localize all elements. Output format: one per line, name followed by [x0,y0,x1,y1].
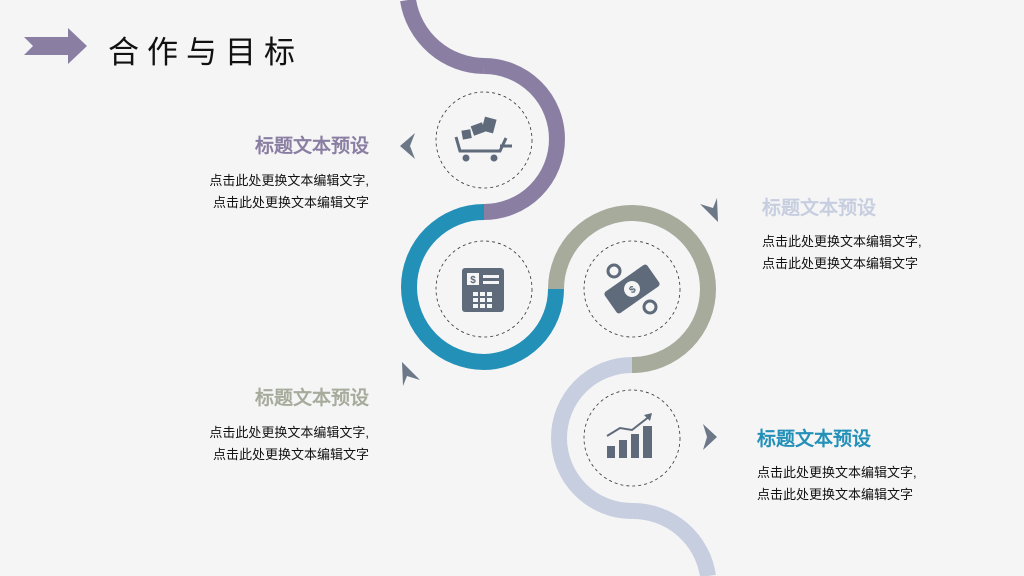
item-body-3-line-2: 点击此处更换文本编辑文字 [212,447,369,462]
money-icon: $ [604,264,660,314]
light-ring [551,357,633,519]
svg-text:$: $ [470,275,476,286]
dashed-circle-3 [583,240,681,338]
sage-ring [548,205,717,373]
item-heading-4: 标题文本预设 [757,429,872,450]
pointer-arrow-2 [700,198,718,222]
svg-text:$: $ [627,284,638,296]
item-body-3: 点击此处更换文本编辑文字, 点击此处更换文本编辑文字 [209,422,369,466]
blue-ring [401,204,564,371]
purple-lead-curve [400,0,485,74]
item-heading-3: 标题文本预设 [254,388,369,409]
item-body-2-line-1: 点击此处更换文本编辑文字, [762,234,922,249]
item-body-1-line-2: 点击此处更换文本编辑文字 [212,195,369,210]
growth-chart-icon [606,413,652,458]
dashed-circle-1 [435,91,533,189]
item-body-1-line-1: 点击此处更换文本编辑文字, [209,173,369,188]
dashed-circle-4 [583,389,681,487]
coin-icon-2 [642,299,658,315]
cart-icon [454,116,512,162]
item-heading-2: 标题文本预设 [762,198,877,219]
item-body-4-line-1: 点击此处更换文本编辑文字, [757,465,917,480]
item-body-4: 点击此处更换文本编辑文字, 点击此处更换文本编辑文字 [757,462,917,506]
item-body-1: 点击此处更换文本编辑文字, 点击此处更换文本编辑文字 [209,170,369,214]
pointer-arrow-3 [402,362,420,386]
page-title: 合作与目标 [108,35,303,70]
item-body-4-line-2: 点击此处更换文本编辑文字 [757,487,914,502]
purple-ring [483,58,565,220]
coin-icon-1 [606,263,622,279]
header-arrow-icon [24,28,87,64]
item-body-2-line-2: 点击此处更换文本编辑文字 [762,256,919,271]
pointer-arrow-4 [703,424,717,450]
item-body-3-line-1: 点击此处更换文本编辑文字, [209,425,369,440]
pointer-arrow-1 [400,133,415,159]
item-heading-1: 标题文本预设 [254,136,369,157]
atm-icon: $ [462,268,504,312]
item-body-2: 点击此处更换文本编辑文字, 点击此处更换文本编辑文字 [762,231,922,275]
light-tail-curve [631,502,716,576]
dashed-circle-2 [435,240,533,338]
